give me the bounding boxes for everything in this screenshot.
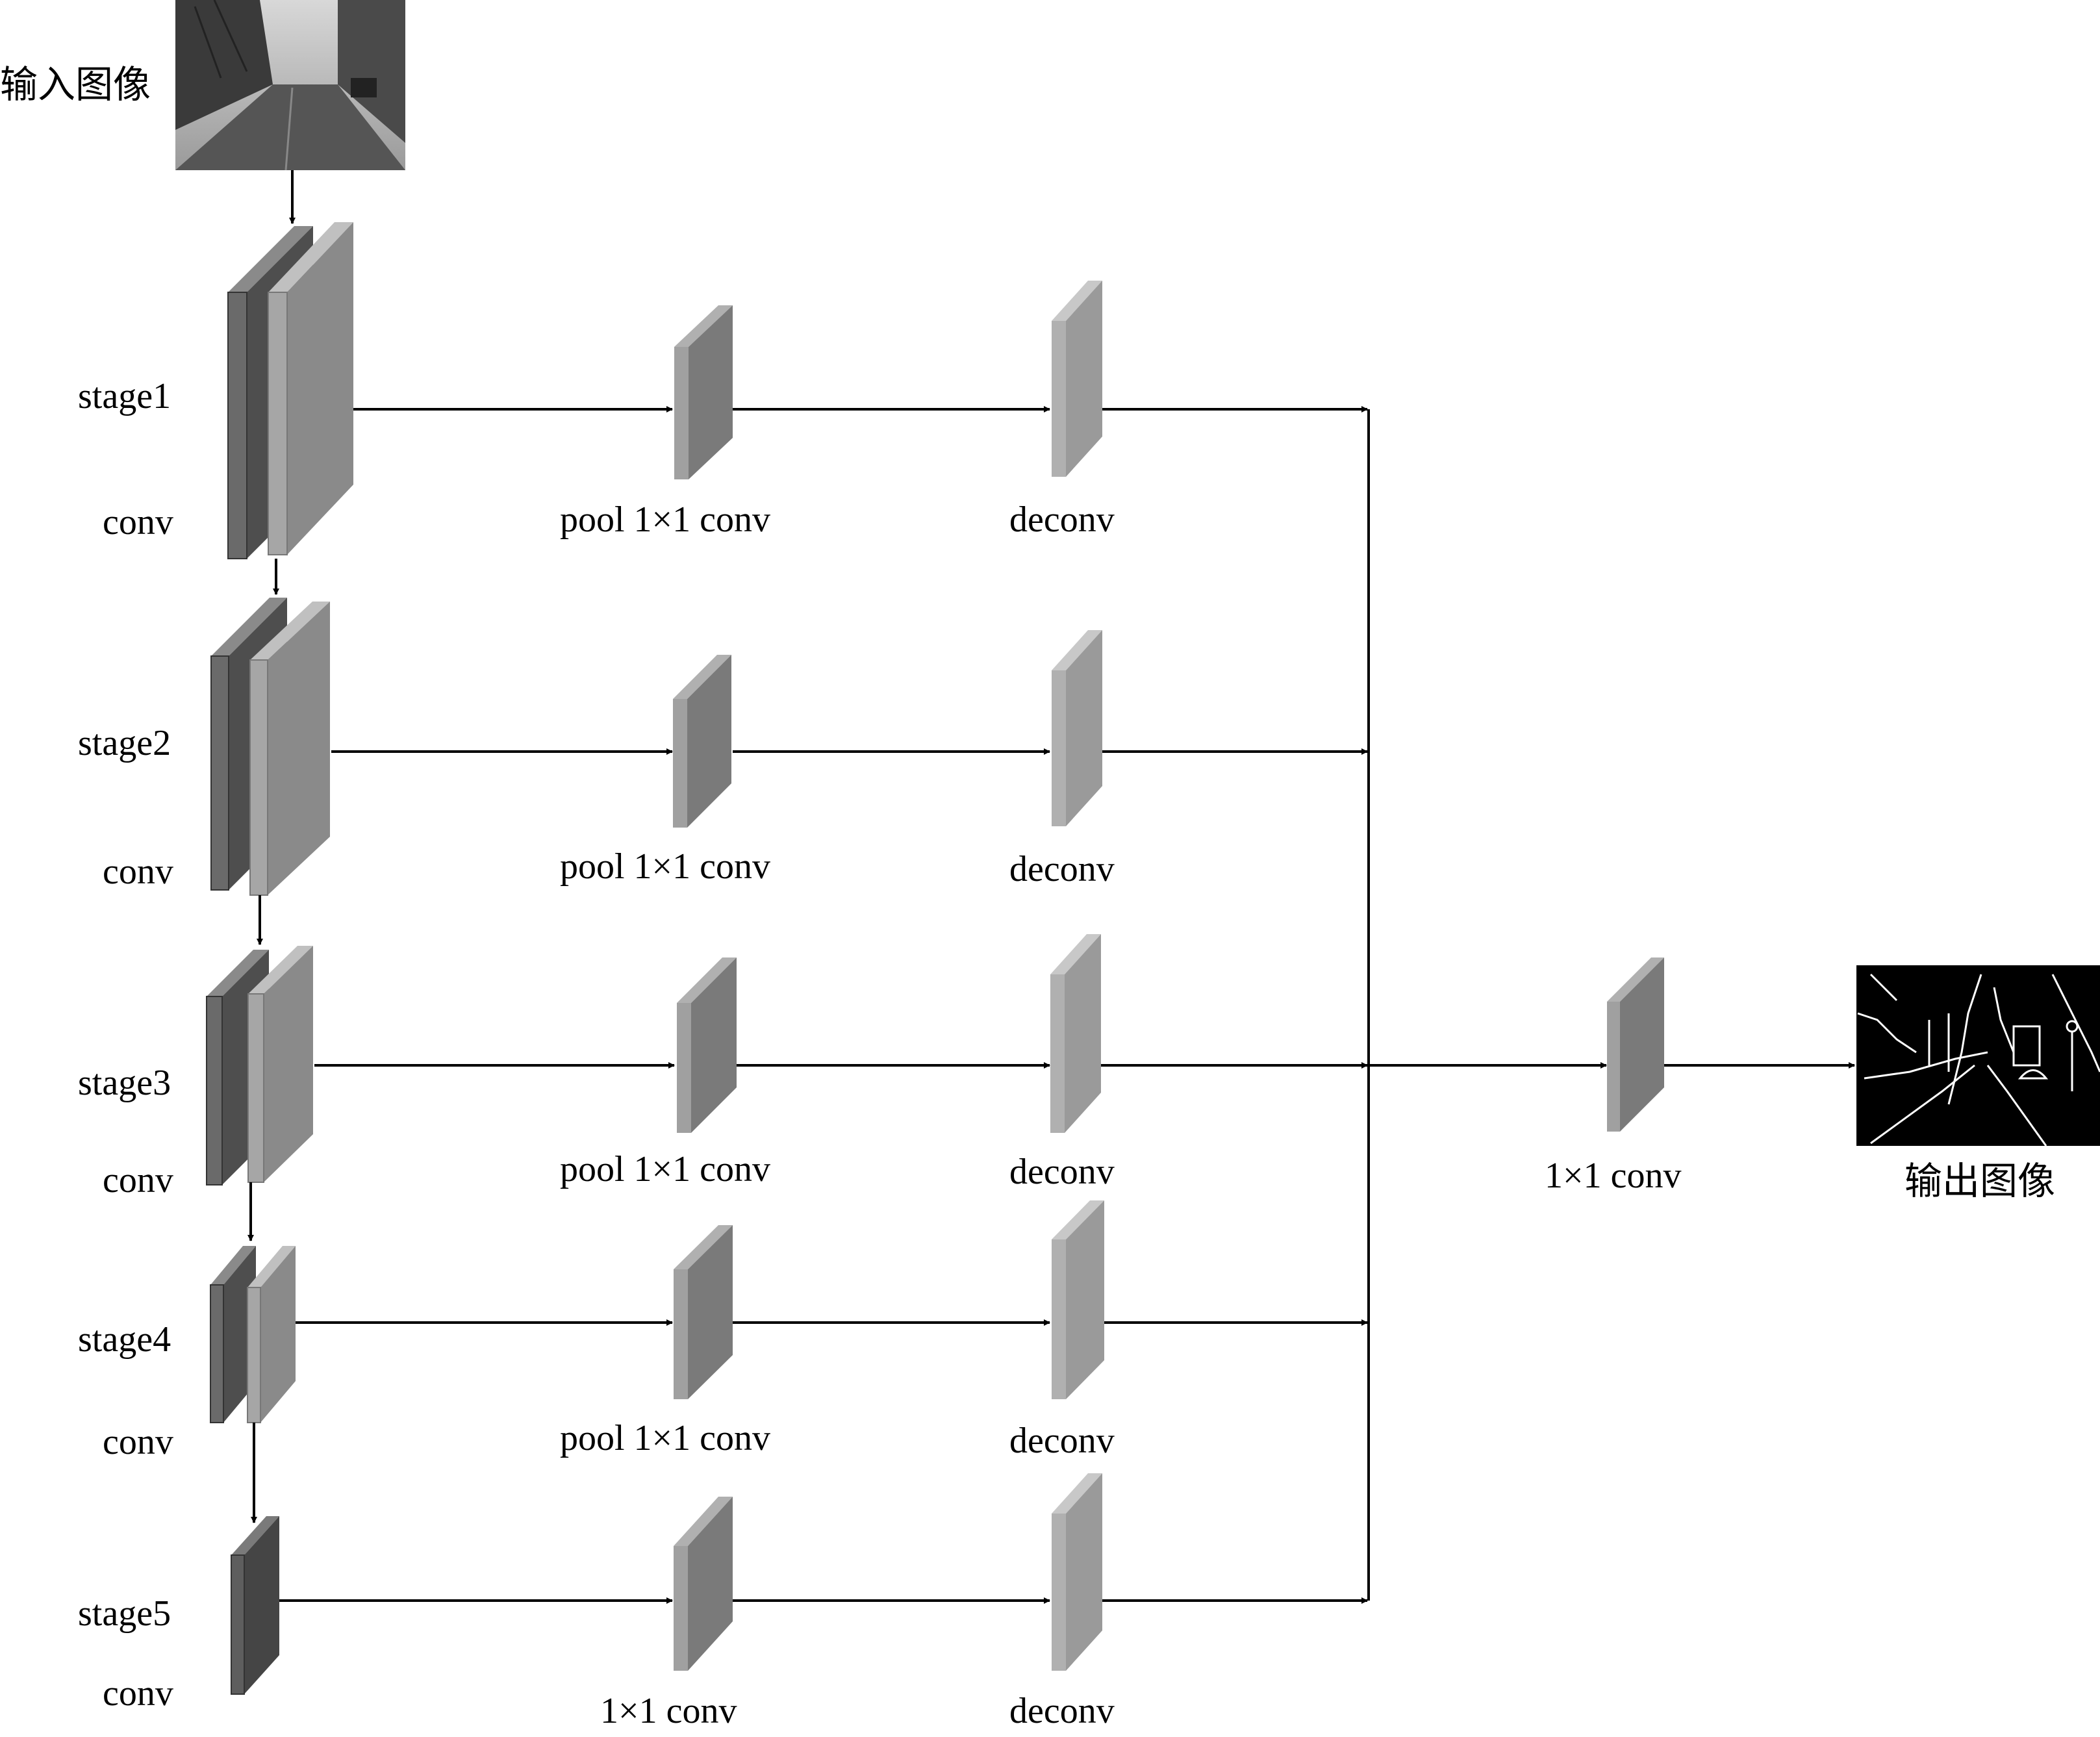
stage4-label: stage4 xyxy=(78,1319,171,1360)
input-label: 输入图像 xyxy=(0,62,151,107)
stage5-deconv-label: deconv xyxy=(1009,1691,1115,1731)
stage2-side-conv-label: pool 1×1 conv xyxy=(560,846,770,887)
stage5-side-conv-block xyxy=(674,1497,733,1671)
stage3-label: stage3 xyxy=(78,1063,171,1103)
stage2-conv-block xyxy=(210,598,330,896)
stage1-pool-block xyxy=(674,305,733,479)
stage2-pool-block xyxy=(673,655,731,828)
final-conv-label: 1×1 conv xyxy=(1545,1156,1681,1196)
stage4-conv-block xyxy=(210,1246,296,1423)
stage1-deconv-label: deconv xyxy=(1009,500,1115,540)
stage1-conv-block xyxy=(227,222,353,559)
final-conv-block xyxy=(1607,957,1664,1132)
stage4-deconv-block xyxy=(1052,1200,1104,1399)
stage3-side-conv-label: pool 1×1 conv xyxy=(560,1149,770,1189)
stage5-side-conv-label: 1×1 conv xyxy=(600,1691,737,1731)
stage3-conv-label: conv xyxy=(103,1160,173,1200)
stage2-deconv-label: deconv xyxy=(1009,849,1115,889)
stage3-pool-block xyxy=(677,957,737,1133)
stage2-deconv-block xyxy=(1052,630,1102,826)
input-image xyxy=(175,0,405,171)
stage1-conv-label: conv xyxy=(103,502,173,542)
stage5-label: stage5 xyxy=(78,1593,171,1634)
stage4-pool-block xyxy=(674,1225,733,1399)
stage1-side-conv-label: pool 1×1 conv xyxy=(560,500,770,540)
stage5-conv-block xyxy=(231,1516,279,1695)
stage1-label: stage1 xyxy=(78,376,171,416)
stage2-conv-label: conv xyxy=(103,852,173,892)
stage3-deconv-block xyxy=(1050,934,1101,1133)
stage2-label: stage2 xyxy=(78,723,171,763)
stage3-deconv-label: deconv xyxy=(1009,1152,1115,1192)
stage4-deconv-label: deconv xyxy=(1009,1421,1115,1461)
stage5-conv-label: conv xyxy=(103,1673,173,1714)
stage4-conv-label: conv xyxy=(103,1422,173,1462)
output-image xyxy=(1856,965,2100,1147)
stage3-conv-block xyxy=(206,946,313,1185)
stage5-deconv-block xyxy=(1052,1473,1102,1671)
stage4-side-conv-label: pool 1×1 conv xyxy=(560,1418,770,1458)
stage1-deconv-block xyxy=(1052,281,1102,477)
output-label: 输出图像 xyxy=(1904,1159,2055,1203)
